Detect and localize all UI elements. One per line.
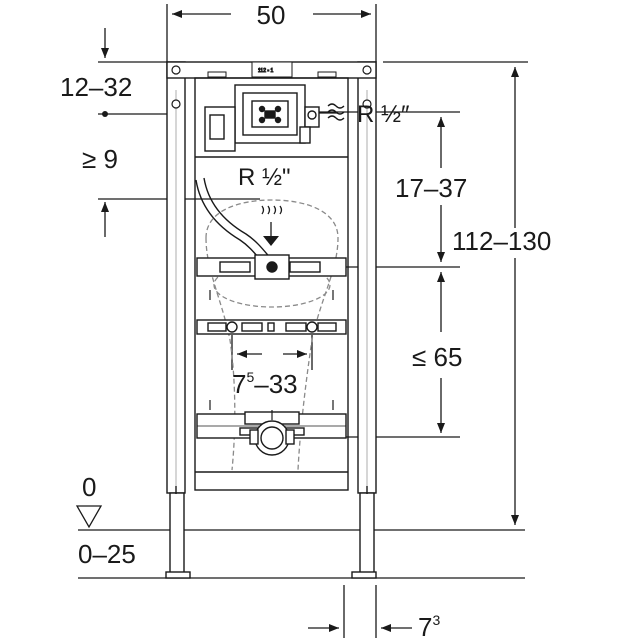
dimension-lines <box>78 4 528 638</box>
flush-spray-icon <box>261 205 283 246</box>
bolt-icon <box>362 99 372 109</box>
floor-level-symbol <box>75 505 103 529</box>
top-offset-label: 12–32 <box>60 72 132 102</box>
inner-frame <box>194 77 349 491</box>
supply-hose <box>195 177 273 266</box>
corner-bolts <box>171 65 372 109</box>
right-foot <box>351 571 377 579</box>
fixing-bolt-left <box>226 321 238 333</box>
frame-width-label: 50 <box>257 0 286 30</box>
drain-connection <box>244 410 300 456</box>
bolt-icon <box>171 99 181 109</box>
cistern-label: 112 ▪ 1 <box>258 68 274 74</box>
water-inlet-icon <box>327 103 345 121</box>
left-foot <box>165 571 191 579</box>
connection-right-label: R ½″ <box>357 101 410 128</box>
left-leg <box>169 492 185 574</box>
crossbar-tabs: 112 ▪ 1 <box>207 61 337 78</box>
fixing-bolt-right <box>306 321 318 333</box>
installation-frame <box>165 61 377 579</box>
foot-offset-label: 73 <box>418 612 440 640</box>
bolt-icon <box>362 65 372 75</box>
fixing-spacing-label: 75–33 <box>232 369 298 399</box>
floor-range-label: 0–25 <box>78 539 136 569</box>
middle-rail <box>196 319 347 335</box>
total-height-label: 112–130 <box>452 226 551 256</box>
bolt-icon <box>171 65 181 75</box>
min-height-label: ≥ 9 <box>82 144 118 174</box>
upper-range-label: 17–37 <box>395 173 467 203</box>
right-leg <box>359 492 375 574</box>
urinal-outline <box>205 199 339 471</box>
drain-inner <box>260 426 284 450</box>
connection-left-label: R ½" <box>238 164 291 191</box>
ref-dot <box>102 111 108 117</box>
flush-control-unit <box>204 84 338 152</box>
floor-zero-label: 0 <box>82 472 96 502</box>
frame-slots <box>209 290 334 410</box>
lower-limit-label: ≤ 65 <box>412 342 462 372</box>
